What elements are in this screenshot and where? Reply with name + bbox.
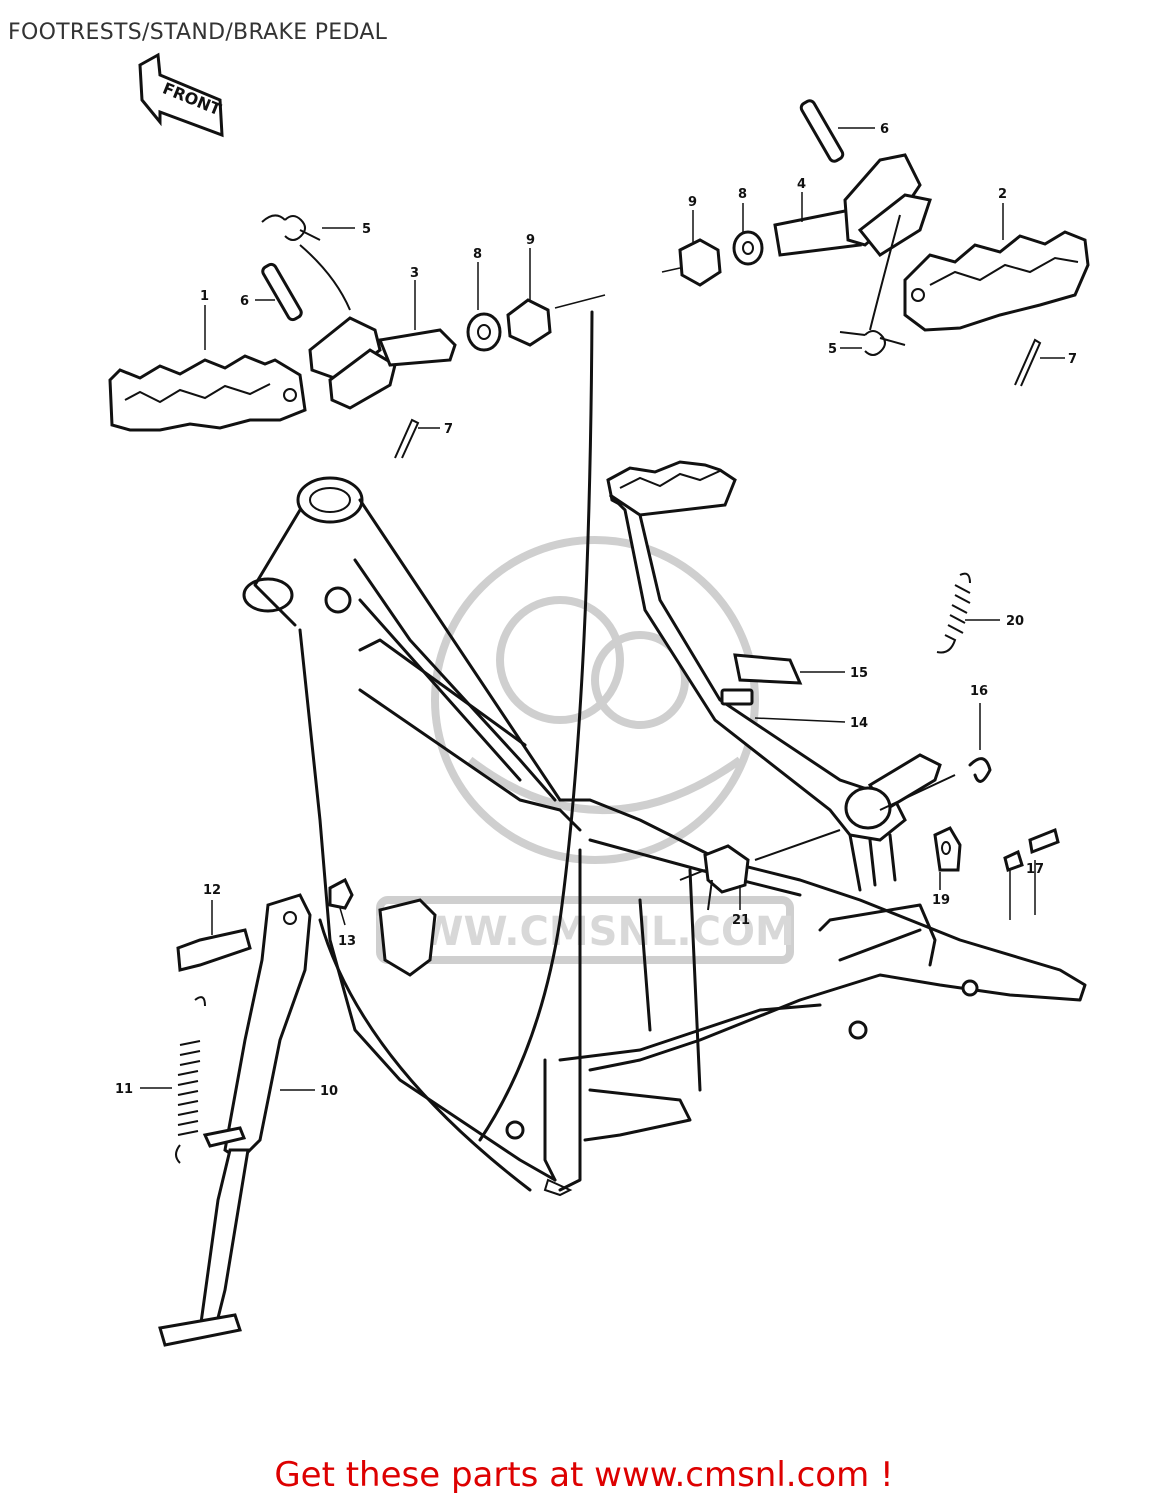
callout-9b: 9 (688, 195, 697, 210)
callout-16: 16 (970, 684, 988, 699)
callout-12: 12 (203, 883, 221, 898)
callout-15: 15 (850, 666, 868, 681)
callout-11: 11 (115, 1082, 133, 1097)
watermark-logo: WWW.CMSNL.COM (375, 536, 795, 964)
callout-6b: 6 (880, 122, 889, 137)
callout-21: 21 (732, 913, 750, 928)
callout-7b: 7 (1068, 352, 1077, 367)
callout-5b: 5 (828, 342, 837, 357)
pivot-parts-group (679, 703, 1060, 920)
callout-13: 13 (338, 934, 356, 949)
side-stand-group (140, 877, 354, 1347)
callout-8a: 8 (473, 247, 482, 262)
callout-19: 19 (932, 893, 950, 908)
footer-link[interactable]: Get these parts at www.cmsnl.com ! (274, 1455, 894, 1495)
callout-5a: 5 (362, 222, 371, 237)
page-title: FOOTRESTS/STAND/BRAKE PEDAL (8, 20, 388, 45)
callout-7a: 7 (444, 422, 453, 437)
callout-6a: 6 (240, 294, 249, 309)
pointer-line-stand (318, 918, 532, 1192)
callout-20: 20 (1006, 614, 1024, 629)
front-arrow-icon: FRONT (138, 52, 224, 138)
brake-pedal-group (606, 460, 1000, 892)
callout-10: 10 (320, 1084, 338, 1099)
left-footrest-group (108, 214, 606, 459)
callout-14: 14 (850, 716, 868, 731)
callout-1: 1 (200, 289, 209, 304)
pointer-line (478, 310, 594, 1142)
frame (242, 476, 1087, 1197)
callout-3: 3 (410, 266, 419, 281)
callout-17: 17 (1026, 862, 1044, 877)
callout-8b: 8 (738, 187, 747, 202)
right-footrest-group (661, 99, 1090, 387)
callout-2: 2 (998, 187, 1007, 202)
callout-4: 4 (797, 177, 806, 192)
callout-9a: 9 (526, 233, 535, 248)
watermark-text: WWW.CMSNL.COM (375, 909, 795, 955)
